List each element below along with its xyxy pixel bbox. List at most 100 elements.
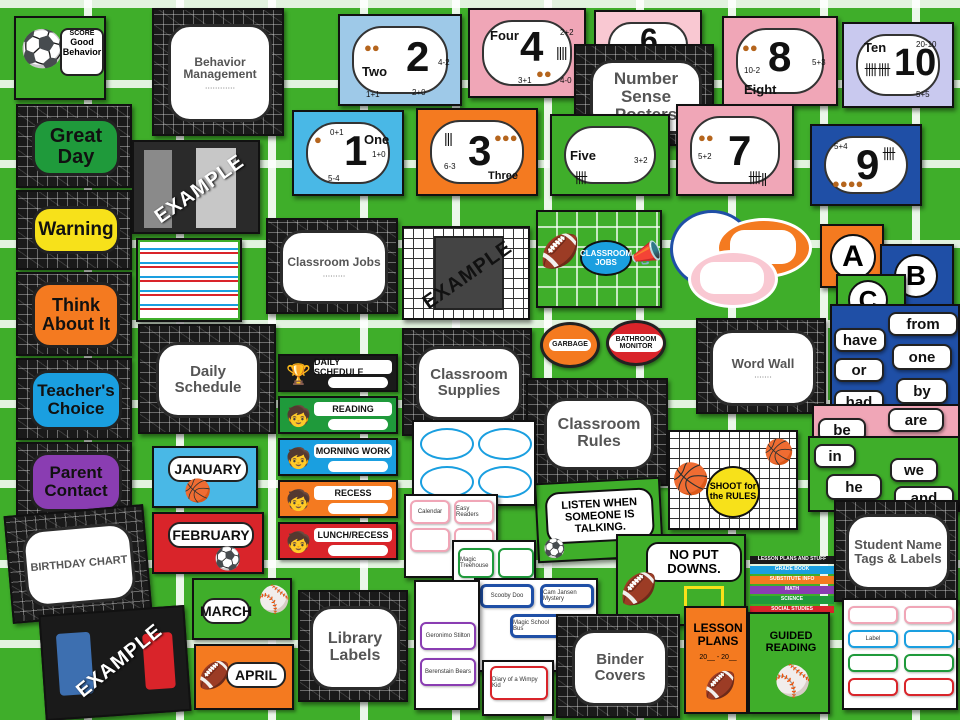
soccer-ball-icon: ⚽	[542, 537, 567, 559]
lesson-plans-cover: LESSON PLANS 20__ - 20__ 🏈	[684, 606, 748, 714]
shoot-for-rules-poster: 🏀 SHOOT for the RULES 🏀	[668, 430, 798, 530]
kid-icon: 🧒	[286, 406, 311, 428]
library-tag-sheet-red: Diary of a Wimpy Kid	[482, 660, 554, 716]
student-name-tags-card: Student Name Tags & Labels	[834, 500, 958, 602]
behavior-level-card-1: Great Day	[16, 104, 132, 188]
poster-eq: 5+3	[812, 58, 826, 67]
penny-icon: ●	[314, 132, 322, 147]
month-label: APRIL	[226, 662, 286, 688]
kid-icon: 🧒	[286, 490, 311, 512]
poster-eq: 1+1	[366, 90, 380, 99]
lesson-plans-years: 20__ - 20__	[699, 654, 737, 661]
schedule-row: 🧒 RECESS	[278, 480, 398, 518]
kid-icon: 🧒	[286, 448, 311, 470]
library-tag: Scooby Doo	[480, 584, 534, 608]
penny-icon: ●●●	[494, 130, 518, 145]
number-poster-1: ● 1 One 0+1 1+0 5-4	[292, 110, 404, 196]
poster-eq: 3+2	[634, 156, 648, 165]
behavior-label: Parent Contact	[30, 452, 122, 512]
poster-number: 7	[728, 127, 752, 174]
penny-icon: ●●	[536, 66, 552, 81]
penny-icon: ●●	[364, 40, 380, 55]
tally-icon: 卌	[574, 170, 588, 186]
month-card-february: FEBRUARY ⚽	[152, 512, 264, 574]
schedule-label: RECESS	[314, 486, 392, 500]
sight-word: we	[890, 458, 938, 482]
score-line2: Good	[70, 37, 94, 47]
tally-icon: 卌卌	[864, 62, 891, 78]
poster-eq: 6-3	[444, 162, 456, 171]
sight-word: have	[834, 328, 886, 352]
tally-icon: |||	[444, 130, 453, 146]
jobs-example-photo: EXAMPLE	[402, 226, 530, 320]
bathroom-monitor-text: BATHROOM MONITOR	[609, 333, 663, 353]
behavior-management-title: Behavior Management	[183, 54, 257, 82]
football-kid-icon: 🏈	[198, 660, 231, 690]
month-card-march: MARCH ⚾	[192, 578, 292, 640]
poster-word: Ten	[864, 40, 887, 55]
month-card-january: JANUARY 🏀	[152, 446, 258, 508]
sight-word: by	[896, 378, 948, 404]
subject-strip: SCIENCE	[750, 596, 834, 604]
number-poster-9: 9 5+4 卌 ●●●●	[810, 124, 922, 206]
football-player-icon: 🏈	[540, 233, 580, 269]
poster-eq: 1+0	[372, 150, 386, 159]
score-line3: Behavior	[62, 47, 102, 57]
behavior-label: Warning	[32, 206, 120, 254]
library-labels-title: Library Labels	[327, 630, 383, 664]
subject-strip: SOCIAL STUDIES	[750, 606, 834, 613]
soccer-girl-icon: ⚽	[20, 28, 65, 69]
behavior-example-photo: EXAMPLE	[132, 140, 260, 234]
poster-word: Five	[570, 148, 597, 163]
poster-eq: 5-4	[328, 174, 340, 183]
poster-number: 6	[640, 22, 658, 50]
library-tag: Magic School Bus	[510, 614, 564, 638]
garbage-text: GARBAGE	[549, 339, 591, 351]
penny-icon: ●●	[698, 130, 714, 145]
alphabet-letter: A	[830, 234, 876, 280]
library-tag-sheet-lilac: Geronimo Stilton Berenstain Bears	[414, 580, 480, 710]
penny-icon: ●●●●	[832, 176, 864, 191]
no-put-downs-text: NO PUT DOWNS.	[646, 542, 742, 582]
poster-number: 2	[406, 33, 430, 80]
number-poster-5: Five 3+2 卌	[550, 114, 670, 196]
poster-word: Four	[490, 28, 519, 43]
birthday-chart-title: BIRTHDAY CHART	[30, 553, 128, 575]
schedule-label: MORNING WORK	[314, 444, 392, 458]
poster-eq: 5+4	[834, 142, 848, 151]
number-poster-4: Four 4 |||| 2+2 3+1 4-0 ●●	[468, 8, 586, 98]
poster-eq: 3+1	[518, 76, 532, 85]
poster-number: 1	[344, 127, 368, 174]
classroom-jobs-card: Classroom Jobs • • • • • • • • •	[266, 218, 398, 314]
month-label: MARCH	[200, 598, 252, 624]
football-kid-icon: 🏈	[620, 573, 658, 606]
number-poster-2: ●● 2 Two 2+0 4-2 1+1	[338, 14, 462, 106]
football-kid-icon: 🏈	[704, 670, 737, 700]
poster-number: 4	[520, 23, 544, 70]
sight-word: in	[814, 444, 856, 468]
number-poster-3: ||| 3 ●●● 6-3 Three	[416, 108, 538, 196]
library-tag: Geronimo Stilton	[420, 622, 476, 650]
guided-reading-title: GUIDED READING	[765, 630, 817, 655]
name-tag-label: Label	[848, 630, 898, 648]
poster-eq: 20-10	[916, 40, 937, 49]
lesson-plans-title: LESSON PLANS	[693, 621, 743, 648]
shoot-poster-text: SHOOT for the RULES	[706, 466, 760, 518]
birthday-example-photo: EXAMPLE	[38, 605, 192, 720]
classroom-rules-card: Classroom Rules	[526, 378, 668, 486]
subject-strip: MATH	[750, 586, 834, 594]
sight-word: he	[826, 474, 882, 500]
bathroom-monitor-label: BATHROOM MONITOR	[606, 320, 666, 366]
library-tag-sheet-pink: Calendar Easy Readers	[404, 494, 498, 578]
sight-word: from	[888, 312, 958, 336]
poster-eq: 4-2	[438, 58, 450, 67]
score-line1: SCORE	[69, 30, 95, 37]
sight-word: one	[892, 344, 952, 370]
poster-word: Eight	[744, 82, 777, 97]
poster-eq: 4-0	[560, 76, 572, 85]
basketball-hoop-icon: 🏀	[764, 439, 794, 466]
daily-schedule-card: Daily Schedule	[138, 324, 276, 434]
tally-icon: 卌||	[748, 170, 767, 186]
garbage-label: GARBAGE	[540, 322, 600, 368]
poster-number: 9	[856, 141, 880, 188]
